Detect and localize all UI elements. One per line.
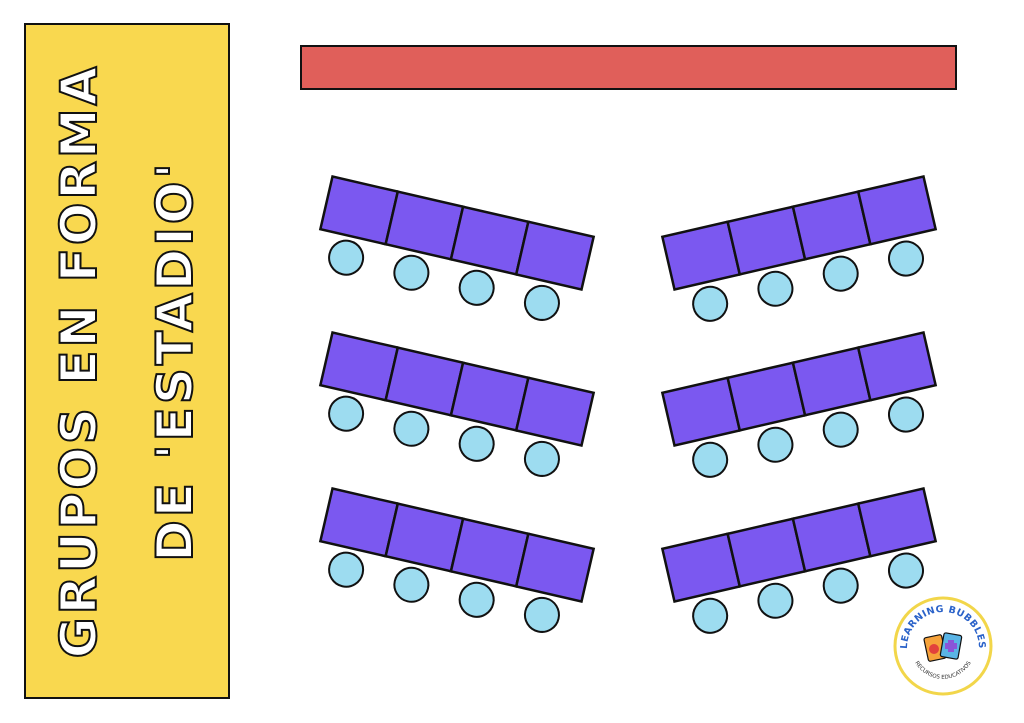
chair <box>458 581 495 618</box>
logo-cards-icon <box>923 632 963 662</box>
chair <box>887 552 924 589</box>
chair <box>523 440 560 477</box>
chair <box>757 426 794 463</box>
desk <box>791 502 872 573</box>
desk-group-right-1 <box>660 175 938 322</box>
desk <box>449 205 530 276</box>
desk <box>856 175 938 246</box>
desk <box>514 532 596 603</box>
chair <box>692 285 729 322</box>
chair <box>393 254 430 291</box>
desk <box>384 190 465 261</box>
desk <box>318 487 400 558</box>
chair <box>887 240 924 277</box>
desk-group-left-2 <box>318 331 596 477</box>
desk <box>660 376 742 447</box>
chair <box>822 411 859 448</box>
desk <box>726 361 807 432</box>
desk <box>660 532 742 603</box>
desk-group-right-2 <box>660 331 938 478</box>
desk-group-left-1 <box>318 175 596 321</box>
chair <box>822 567 859 604</box>
desk <box>384 346 465 417</box>
chair <box>328 239 365 276</box>
desk-group-left-3 <box>318 487 596 633</box>
title-panel: GRUPOS EN FORMA DE 'ESTADIO' <box>24 23 230 699</box>
chair <box>822 255 859 292</box>
desk <box>449 361 530 432</box>
chair <box>523 284 560 321</box>
chair <box>757 270 794 307</box>
chair <box>887 396 924 433</box>
desk <box>791 346 872 417</box>
chair <box>458 269 495 306</box>
chair <box>692 597 729 634</box>
desk <box>856 487 938 558</box>
desk <box>449 517 530 588</box>
desk <box>514 376 596 447</box>
desk-group-right-3 <box>660 487 938 634</box>
chair <box>328 551 365 588</box>
desk <box>514 220 596 291</box>
chair <box>328 395 365 432</box>
desk <box>318 331 400 402</box>
chair <box>523 596 560 633</box>
learning-bubbles-logo: LEARNING BUBBLES RECURSOS EDUCATIVOS <box>893 596 993 696</box>
chair <box>393 410 430 447</box>
desk <box>791 190 872 261</box>
desk <box>726 205 807 276</box>
desk <box>726 517 807 588</box>
desk <box>856 331 938 402</box>
chair <box>757 582 794 619</box>
chair <box>458 425 495 462</box>
desk <box>384 502 465 573</box>
desk <box>660 220 742 291</box>
desk <box>318 175 400 246</box>
chair <box>692 441 729 478</box>
chair <box>393 566 430 603</box>
whiteboard <box>300 45 957 90</box>
